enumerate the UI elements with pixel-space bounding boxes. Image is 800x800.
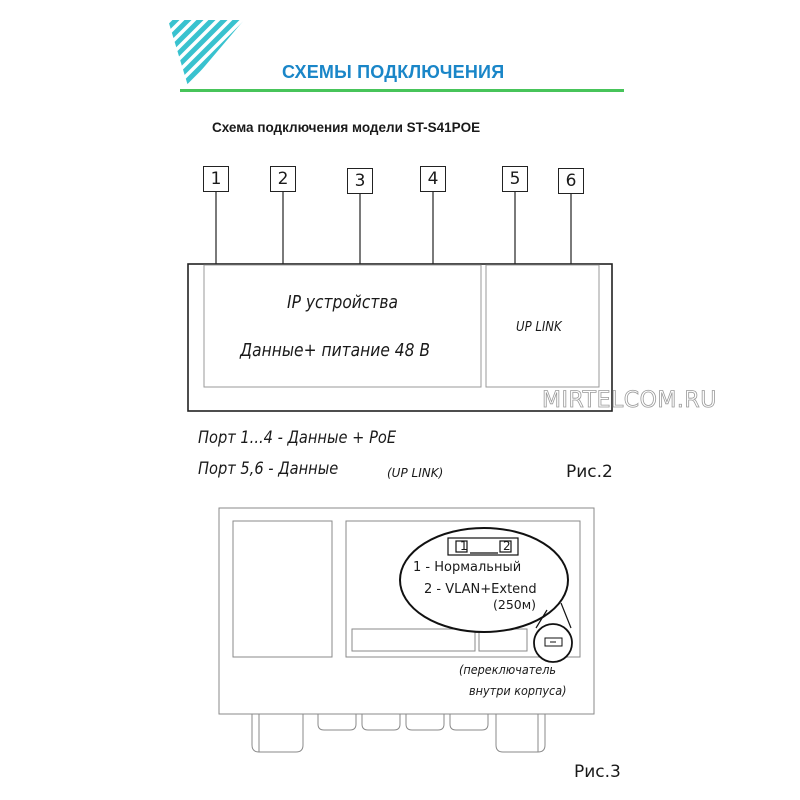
switch-note-line1: (переключатель: [459, 662, 557, 677]
legend-line-2-note: (UP LINK): [387, 466, 444, 480]
switch-note-line2: внутри корпуса): [469, 683, 567, 698]
mode-option-2: 2 - VLAN+Extend: [424, 582, 537, 597]
port-6-box: 6: [558, 168, 584, 194]
uplink-label: UP LINK: [516, 320, 562, 335]
port-5-box: 5: [502, 166, 528, 192]
port-1-box: 1: [203, 166, 229, 192]
section-title: СХЕМЫ ПОДКЛЮЧЕНИЯ: [282, 62, 505, 82]
mode-option-2-note: (250м): [493, 597, 537, 612]
main-block-line2: Данные+ питание 48 В: [240, 340, 431, 361]
legend-line-1: Порт 1...4 - Данные + PoE: [198, 428, 397, 448]
title-underline: [180, 89, 624, 92]
legend-line-2-main: Порт 5,6 - Данные: [198, 459, 339, 479]
port-2-box: 2: [270, 166, 296, 192]
logo-icon: [168, 20, 244, 86]
port-4-box: 4: [420, 166, 446, 192]
switch-position-2: 2: [503, 539, 511, 553]
legend-line-2: Порт 5,6 - Данные: [198, 459, 361, 479]
figure-2-label: Рис.2: [566, 462, 613, 482]
diagram-subtitle: Схема подключения модели ST-S41POE: [212, 120, 481, 135]
main-block-line1: IP устройства: [287, 292, 399, 313]
port-3-box: 3: [347, 168, 373, 194]
mode-option-1: 1 - Нормальный: [413, 560, 522, 575]
watermark: MIRTELCOM.RU: [542, 388, 717, 414]
figure-3-label: Рис.3: [574, 762, 621, 782]
switch-position-1: 1: [460, 539, 468, 553]
